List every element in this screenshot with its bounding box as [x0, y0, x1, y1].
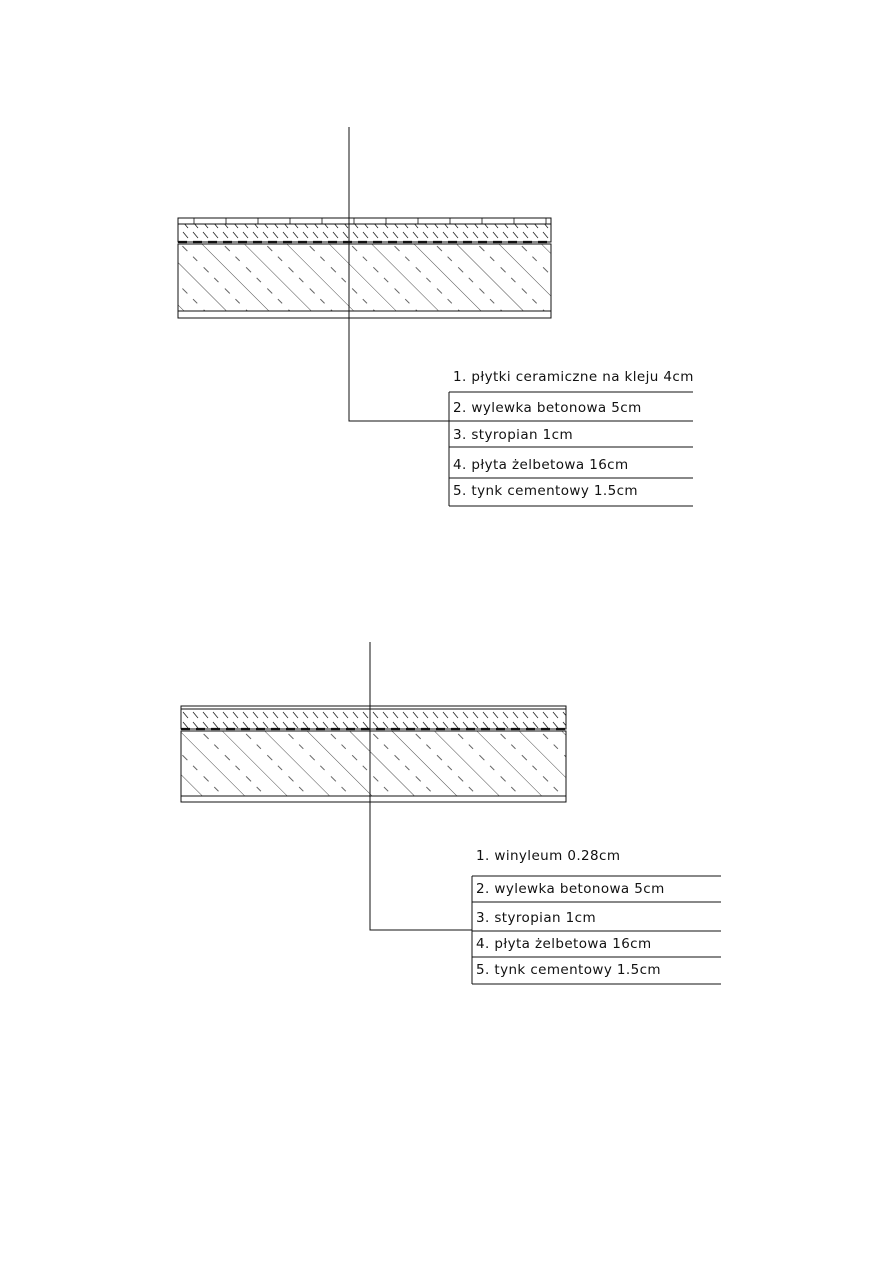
concrete-slab-layer [177, 243, 552, 312]
screed-layer [180, 708, 567, 730]
layer-label-5: 5. tynk cementowy 1.5cm [476, 962, 661, 978]
section-slab [180, 705, 567, 803]
layer-label-1: 1. winyleum 0.28cm [476, 848, 620, 864]
plaster-layer [180, 795, 567, 803]
tile-layer [177, 217, 552, 225]
section-slab [177, 217, 552, 319]
leader-line [369, 642, 472, 931]
floor-detail-1: 1. płytki ceramiczne na kleju 4cm 2. wyl… [177, 127, 694, 507]
layer-label-2: 2. wylewka betonowa 5cm [476, 881, 665, 897]
layer-label-4: 4. płyta żelbetowa 16cm [453, 457, 629, 473]
layer-label-3: 3. styropian 1cm [476, 910, 596, 926]
layer-label-1: 1. płytki ceramiczne na kleju 4cm [453, 369, 694, 385]
layer-label-4: 4. płyta żelbetowa 16cm [476, 936, 652, 952]
layer-label-3: 3. styropian 1cm [453, 427, 573, 443]
layer-label-2: 2. wylewka betonowa 5cm [453, 400, 642, 416]
plaster-layer [177, 310, 552, 319]
layer-legend: 1. winyleum 0.28cm 2. wylewka betonowa 5… [471, 848, 721, 985]
tile-joints [193, 218, 547, 224]
layer-label-5: 5. tynk cementowy 1.5cm [453, 483, 638, 499]
concrete-slab-layer [180, 730, 567, 797]
leader-line [348, 127, 449, 422]
layer-legend: 1. płytki ceramiczne na kleju 4cm 2. wyl… [448, 369, 694, 507]
floor-detail-2: 1. winyleum 0.28cm 2. wylewka betonowa 5… [180, 642, 721, 985]
screed-layer [177, 223, 552, 243]
